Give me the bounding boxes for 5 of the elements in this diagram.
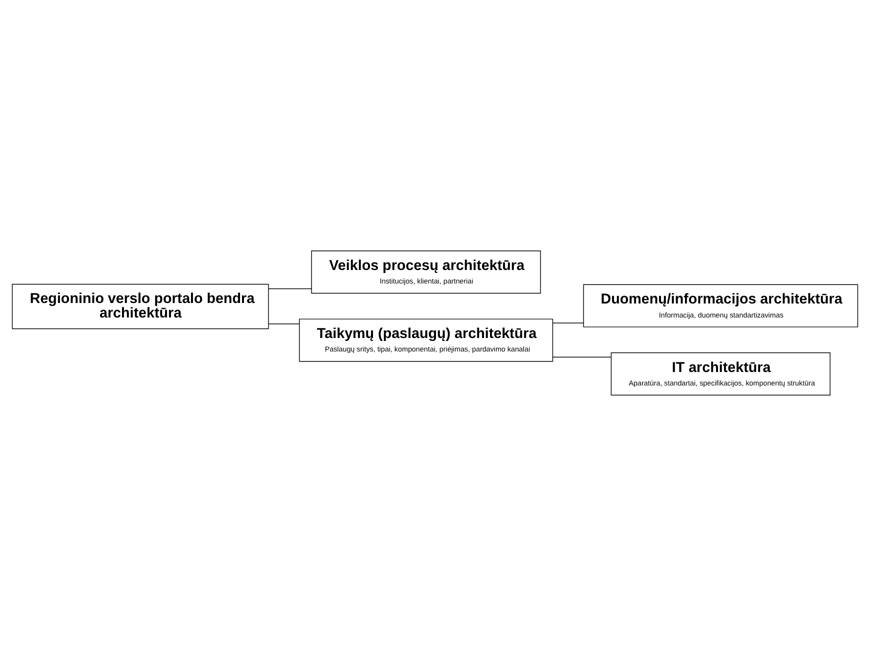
connector [552, 356, 612, 357]
connector [268, 288, 312, 289]
node-box: Regioninio verslo portalo bendra architektūra [12, 283, 269, 329]
connector [552, 322, 584, 323]
connector [268, 323, 300, 324]
